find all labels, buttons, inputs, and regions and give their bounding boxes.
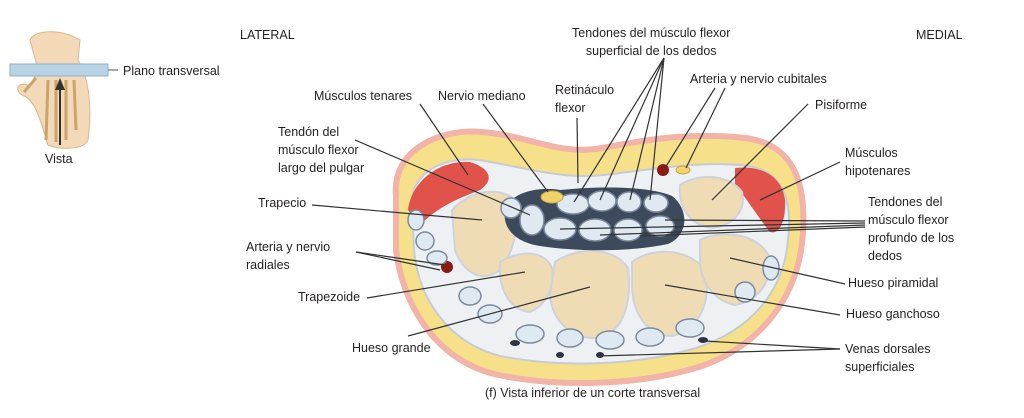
capitate-bone (548, 250, 631, 340)
leader-lines (311, 57, 866, 357)
thenar-muscle (408, 161, 489, 225)
pisiform-label: Pisiforme (815, 98, 868, 112)
thenar-label: Músculos tenares (314, 89, 412, 103)
triquetrum-label: Hueso piramidal (848, 276, 939, 290)
ulnar-label: Arteria y nervio cubitales (690, 72, 827, 86)
view-label: Vista (45, 152, 73, 166)
hamate-bone (631, 250, 708, 338)
dorsal-veins (510, 337, 708, 358)
median-nerve-label: Nervio mediano (438, 89, 526, 103)
hamate-label: Hueso ganchoso (846, 307, 940, 321)
trapezium-label: Trapecio (258, 196, 307, 210)
cross-section (392, 128, 807, 386)
capitate-label: Hueso grande (352, 341, 431, 355)
transverse-plane (9, 63, 109, 77)
trapezoid-label: Trapezoide (298, 290, 361, 304)
medial-label: MEDIAL (916, 28, 963, 42)
radial-artery (441, 261, 453, 273)
pisiform-bone (678, 175, 744, 230)
ulnar-artery (657, 164, 669, 176)
flexor-tendons (500, 190, 675, 242)
hand-inset (9, 31, 118, 149)
figure-caption: (f) Vista inferior de un corte transvers… (485, 386, 701, 400)
trapezium-bone (450, 190, 518, 277)
fpl-tendon (519, 204, 545, 236)
lateral-label: LATERAL (240, 28, 295, 42)
ulnar-nerve (675, 165, 691, 175)
extensor-tendons (407, 209, 780, 350)
plane-label: Plano transversal (123, 64, 220, 78)
trapezoid-bone (498, 252, 554, 314)
median-nerve (540, 190, 564, 204)
